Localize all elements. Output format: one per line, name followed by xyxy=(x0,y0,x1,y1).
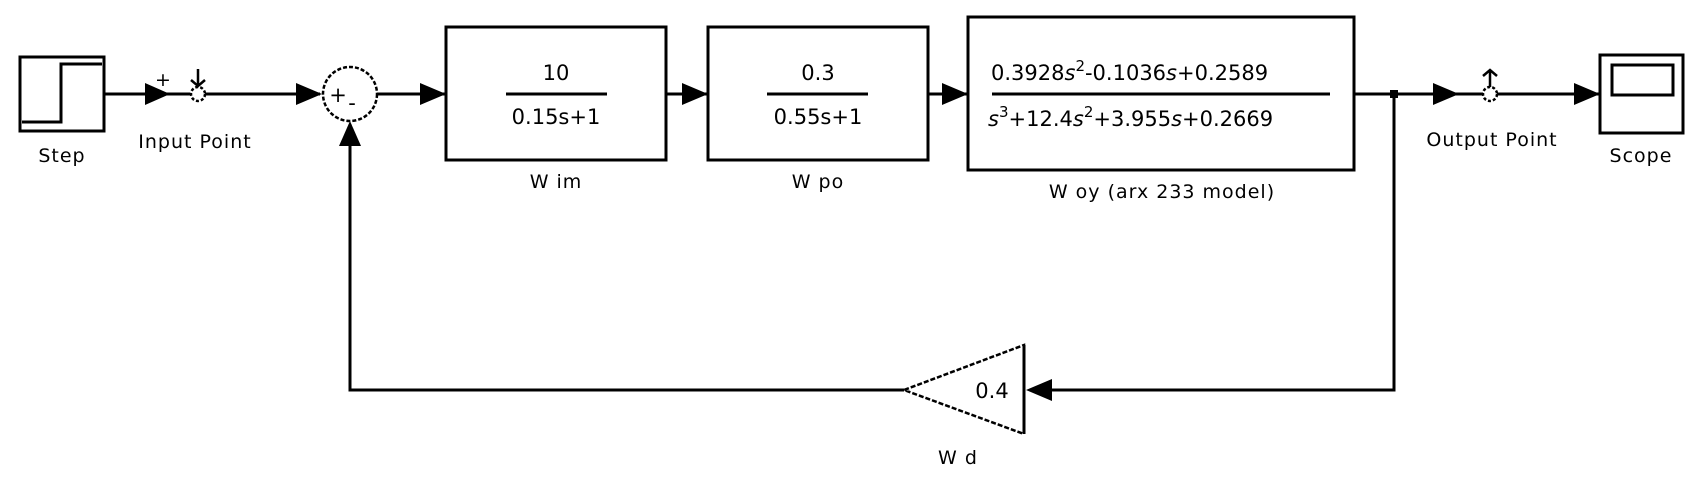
wim-denominator: 0.15s+1 xyxy=(512,105,601,129)
wim-transfer-fcn-block[interactable]: 10 0.15s+1 W im xyxy=(444,25,668,193)
arrow-icon xyxy=(420,83,446,105)
wd-gain-value: 0.4 xyxy=(975,379,1008,403)
woy-label: W oy (arx 233 model) xyxy=(1049,181,1275,203)
input-point-block[interactable]: + Input Point xyxy=(138,69,251,153)
feedback-line xyxy=(348,124,904,392)
output-point-label: Output Point xyxy=(1426,129,1557,151)
arrow-icon xyxy=(1433,83,1459,105)
arrow-icon xyxy=(339,121,361,146)
scope-block[interactable]: Scope xyxy=(1598,53,1685,167)
wpo-transfer-fcn-block[interactable]: 0.3 0.55s+1 W po xyxy=(706,25,930,193)
sum-minus-sign: - xyxy=(348,91,356,115)
step-block[interactable]: Step xyxy=(18,55,106,167)
arrow-icon xyxy=(1026,379,1052,401)
arrow-icon xyxy=(942,83,968,105)
scope-label: Scope xyxy=(1610,145,1673,167)
woy-denominator: s3+12.4s2+3.955s+0.2669 xyxy=(988,103,1273,131)
sum-block[interactable]: + - xyxy=(321,65,379,123)
wim-numerator: 10 xyxy=(543,61,570,85)
scope-screen-icon xyxy=(1610,63,1675,97)
sum-plus-sign: + xyxy=(329,83,347,107)
wpo-numerator: 0.3 xyxy=(801,61,834,85)
arrow-icon xyxy=(682,83,708,105)
step-label: Step xyxy=(38,145,85,167)
wpo-label: W po xyxy=(792,171,845,193)
output-point-block[interactable]: Output Point xyxy=(1426,68,1557,151)
wim-label: W im xyxy=(530,171,583,193)
wpo-denominator: 0.55s+1 xyxy=(774,105,863,129)
input-point-label: Input Point xyxy=(138,131,251,153)
arrow-icon xyxy=(145,83,170,105)
wd-gain-block[interactable]: 0.4 W d xyxy=(900,343,1026,469)
wd-label: W d xyxy=(938,447,978,469)
feedback-line xyxy=(1050,94,1396,392)
woy-numerator: 0.3928s2-0.1036s+0.2589 xyxy=(991,57,1268,85)
input-point-sign: + xyxy=(155,69,172,91)
arrow-icon xyxy=(296,83,322,105)
step-icon xyxy=(22,62,102,124)
up-arrow-icon xyxy=(1482,68,1498,87)
arrow-icon xyxy=(1574,83,1600,105)
down-arrow-icon xyxy=(190,69,206,88)
woy-transfer-fcn-block[interactable]: 0.3928s2-0.1036s+0.2589 s3+12.4s2+3.955s… xyxy=(966,15,1356,203)
